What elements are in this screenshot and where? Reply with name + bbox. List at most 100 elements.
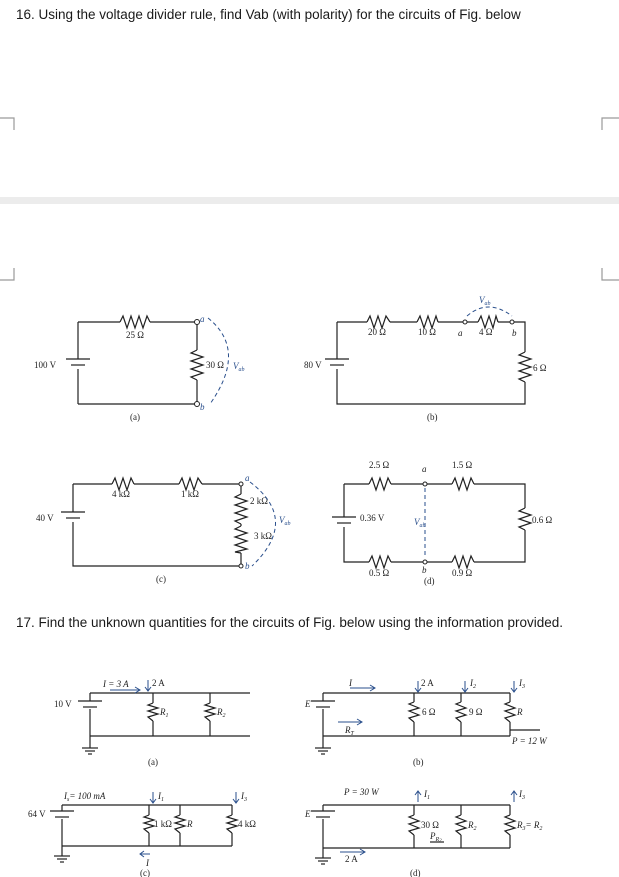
fig17-c: 64 V Is= 100 mA I1 1 kΩ R I3 4 kΩ I (c)	[28, 791, 256, 877]
resistor-label: R3= R2	[516, 820, 542, 832]
battery-icon	[311, 810, 335, 818]
branch-current-label: I1	[423, 789, 430, 801]
resistor-icon	[189, 349, 205, 381]
resistor-label: 3 kΩ	[254, 531, 272, 541]
total-resistance-label: RT	[344, 725, 355, 737]
ground-icon	[315, 747, 331, 755]
resistor-label: 4 Ω	[479, 327, 493, 337]
resistor-label: 0.5 Ω	[369, 568, 390, 578]
resistor-label: 4 kΩ	[112, 489, 130, 499]
resistor-icon	[451, 554, 475, 570]
ground-icon	[315, 857, 331, 865]
source-voltage-label: 0.36 V	[360, 513, 385, 523]
node-a-label: a	[245, 473, 250, 483]
node-b-label: b	[512, 328, 517, 338]
figure-caption: (b)	[427, 412, 438, 422]
ground-icon	[54, 855, 70, 863]
page-corner-mark-right-bottom	[601, 268, 619, 281]
node-b-label: b	[200, 402, 205, 412]
resistor-label: 6 Ω	[533, 363, 547, 373]
fig16-a: 100 V 25 Ω 30 Ω a b Vab (a)	[34, 314, 245, 422]
resistor-icon	[111, 476, 135, 492]
fig16-b: 80 V 20 Ω 10 Ω 4 Ω 6 Ω a b Vab (b)	[304, 295, 547, 422]
source-voltage-label: E	[304, 699, 311, 709]
resistor-label: 30 Ω	[206, 360, 224, 370]
page-corner-mark-right-top	[601, 117, 619, 130]
resistor-icon	[141, 814, 157, 834]
figure-caption: (a)	[130, 412, 140, 422]
resistor-label: R2	[467, 820, 477, 832]
resistor-icon	[454, 814, 468, 836]
resistor-icon	[416, 314, 439, 330]
figure-caption: (d)	[410, 868, 421, 877]
source-voltage-label: 64 V	[28, 809, 46, 819]
battery-icon	[325, 358, 349, 366]
branch-current-label: I3	[518, 678, 525, 690]
battery-icon	[311, 700, 335, 708]
current-label: I = 3 A	[102, 679, 129, 689]
figure-caption: (b)	[413, 757, 424, 767]
battery-icon	[50, 810, 74, 818]
resistor-label: 10 Ω	[418, 327, 436, 337]
resistor-icon	[202, 702, 218, 722]
vab-label: Vab	[279, 515, 291, 527]
resistor-label: 0.9 Ω	[452, 568, 473, 578]
resistor-label: 9 Ω	[469, 707, 483, 717]
branch-current-label: 2 A	[152, 678, 165, 688]
resistor-label: 0.6 Ω	[532, 515, 553, 525]
resistor-label: R	[186, 819, 193, 829]
resistor-label: 30 Ω	[421, 820, 439, 830]
battery-icon	[66, 358, 90, 366]
source-voltage-label: 80 V	[304, 360, 322, 370]
resistor-icon	[454, 701, 468, 723]
source-voltage-label: 10 V	[54, 699, 72, 709]
resistor-label: R	[516, 707, 523, 717]
resistor-label: 2 kΩ	[250, 496, 268, 506]
branch-current-label: I2	[469, 678, 476, 690]
resistor-label: 1.5 Ω	[452, 460, 473, 470]
battery-icon	[78, 700, 102, 708]
resistor-icon	[503, 701, 517, 723]
fig16-d: 0.36 V 2.5 Ω 1.5 Ω 0.5 Ω 0.9 Ω 0.6 Ω a b…	[332, 460, 553, 586]
source-voltage-label: E	[304, 809, 311, 819]
node-a-label: a	[458, 328, 463, 338]
resistor-label: 25 Ω	[126, 330, 144, 340]
resistor-label: R1	[159, 707, 169, 719]
resistor-label: 2.5 Ω	[369, 460, 390, 470]
branch-current-label: I3	[518, 789, 525, 801]
question-17: 17. Find the unknown quantities for the …	[16, 615, 564, 630]
total-current-label: I	[145, 858, 150, 868]
source-voltage-label: 40 V	[36, 513, 54, 523]
resistor-icon	[145, 702, 161, 722]
source-current-label: Is= 100 mA	[63, 791, 106, 803]
fig17-b: E I RT 2 A 6 Ω I2 9 Ω I3 R P = 12 W (b)	[304, 678, 548, 767]
page-corner-mark-left-bottom	[0, 268, 15, 281]
resistor-label: 1 kΩ	[181, 489, 199, 499]
node-b-label: b	[245, 561, 250, 571]
branch-current-label: I1	[157, 791, 164, 803]
power-r2-label: PR2	[429, 831, 442, 844]
node-a-label: a	[200, 314, 205, 324]
resistor-icon	[368, 554, 392, 570]
question-16: 16. Using the voltage divider rule, find…	[16, 7, 521, 22]
resistor-icon	[517, 507, 533, 531]
resistor-icon	[233, 493, 249, 525]
resistor-label: 1 kΩ	[154, 819, 172, 829]
fig17-d: E P = 30 W 2 A I1 30 Ω PR2 R2 I3 R3= R2 …	[304, 787, 542, 877]
resistor-icon	[224, 814, 240, 834]
power-label: P = 12 W	[511, 736, 548, 746]
figure-caption: (c)	[140, 868, 150, 877]
figure-caption: (a)	[148, 757, 158, 767]
resistor-icon	[119, 314, 151, 330]
resistor-icon	[233, 525, 250, 554]
figure-caption: (d)	[424, 576, 435, 586]
ground-icon	[82, 747, 98, 755]
resistor-icon	[407, 701, 421, 723]
current-label: 2 A	[345, 854, 358, 864]
node-a-label: a	[422, 464, 427, 474]
resistor-label: 4 kΩ	[238, 819, 256, 829]
battery-icon	[61, 511, 85, 519]
resistor-label: 20 Ω	[368, 327, 386, 337]
branch-current-label: 2 A	[421, 678, 434, 688]
